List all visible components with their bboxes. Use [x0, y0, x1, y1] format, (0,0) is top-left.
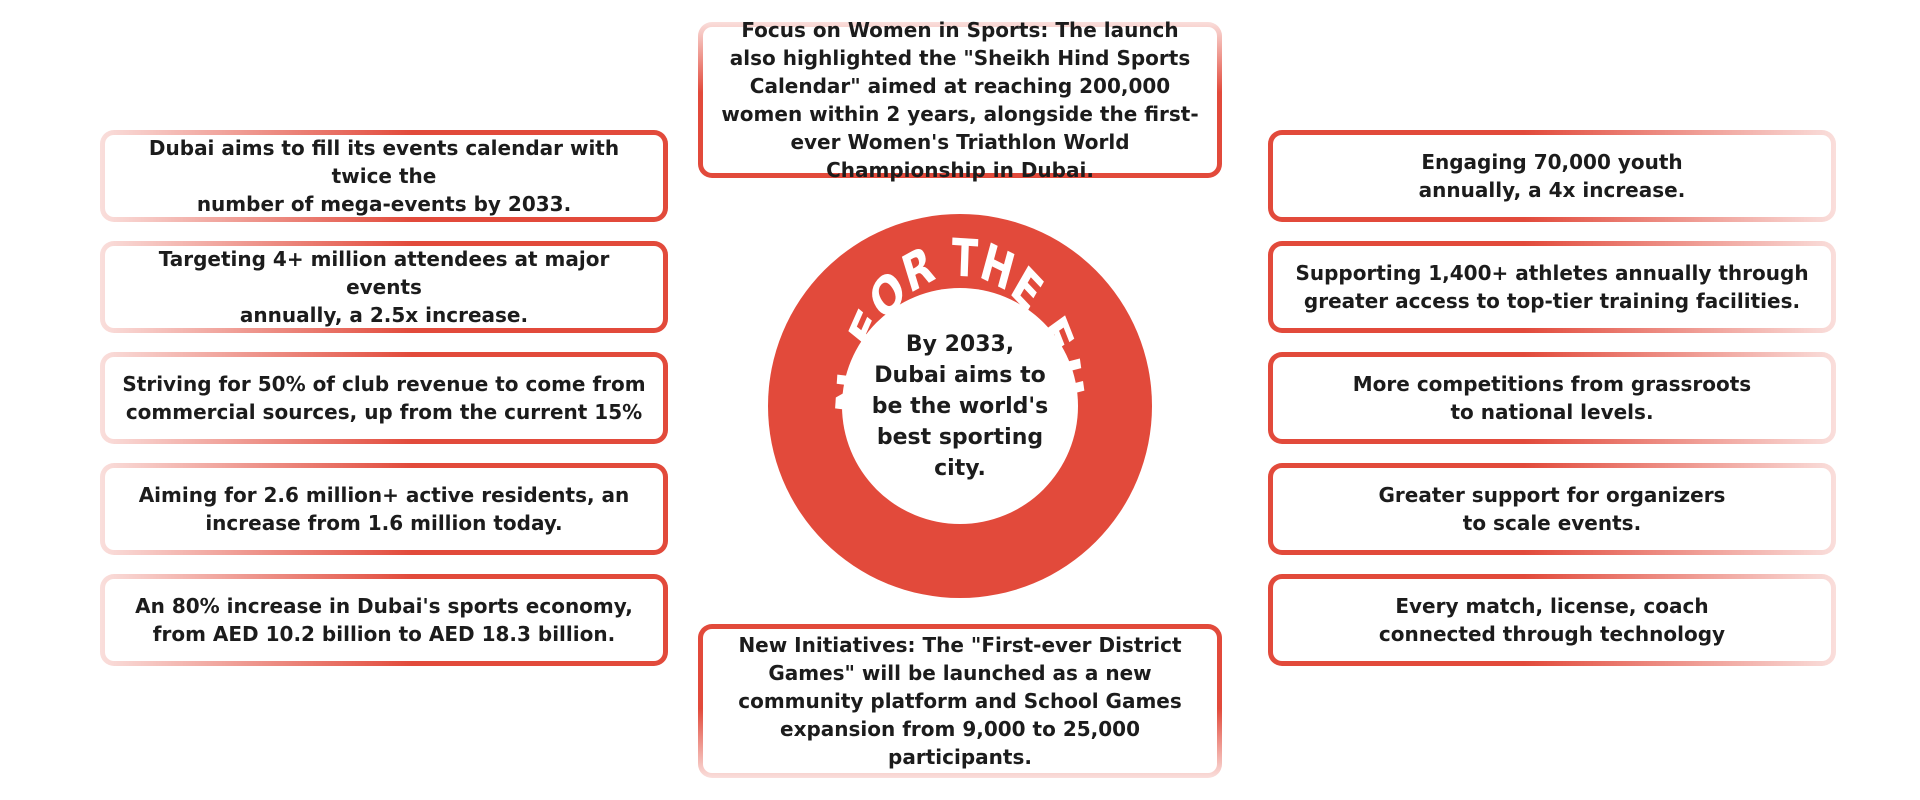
active-residents-line-2: increase from 1.6 million today. [205, 511, 563, 535]
new-initiatives-text: New Initiatives: The "First-ever Distric… [738, 633, 1182, 769]
mega-events-line-2: number of mega-events by 2033. [196, 192, 572, 216]
mega-events-box: Dubai aims to fill its events calendar w… [100, 130, 668, 222]
technology-line-2: connected through technology [1378, 622, 1726, 646]
sports-economy-line-2: from AED 10.2 billion to AED 18.3 billio… [152, 622, 616, 646]
organizers-line-2: to scale events. [1462, 511, 1642, 535]
vision-badge: VISION FOR THE FUTURE: [768, 206, 1152, 598]
vision-statement-text: By 2033, Dubai aims to be the world's be… [871, 331, 1049, 481]
club-revenue-line-2: commercial sources, up from the current … [125, 400, 643, 424]
athletes-box: Supporting 1,400+ athletes annually thro… [1268, 241, 1836, 333]
sports-economy-box: An 80% increase in Dubai's sports econom… [100, 574, 668, 666]
competitions-line-2: to national levels. [1450, 400, 1654, 424]
attendees-line-2: annually, a 2.5x increase. [239, 303, 529, 327]
women-in-sports-text: Focus on Women in Sports: The launch als… [721, 18, 1199, 182]
youth-line-1: Engaging 70,000 youth [1421, 150, 1683, 174]
active-residents-line-1: Aiming for 2.6 million+ active residents… [138, 483, 630, 507]
sports-economy-line-1: An 80% increase in Dubai's sports econom… [135, 594, 633, 618]
organizers-line-1: Greater support for organizers [1378, 483, 1726, 507]
mega-events-line-1: Dubai aims to fill its events calendar w… [148, 136, 620, 188]
organizers-box: Greater support for organizers to scale … [1268, 463, 1836, 555]
attendees-line-1: Targeting 4+ million attendees at major … [158, 247, 610, 299]
club-revenue-line-1: Striving for 50% of club revenue to come… [122, 372, 646, 396]
club-revenue-box: Striving for 50% of club revenue to come… [100, 352, 668, 444]
active-residents-box: Aiming for 2.6 million+ active residents… [100, 463, 668, 555]
technology-box: Every match, license, coach connected th… [1268, 574, 1836, 666]
women-in-sports-box: Focus on Women in Sports: The launch als… [698, 18, 1222, 182]
vision-ring-inner [842, 288, 1078, 524]
youth-box: Engaging 70,000 youth annually, a 4x inc… [1268, 130, 1836, 222]
athletes-line-1: Supporting 1,400+ athletes annually thro… [1295, 261, 1809, 285]
athletes-line-2: greater access to top-tier training faci… [1303, 289, 1801, 313]
competitions-line-1: More competitions from grassroots [1352, 372, 1752, 396]
technology-line-1: Every match, license, coach [1395, 594, 1709, 618]
youth-line-2: annually, a 4x increase. [1418, 178, 1686, 202]
competitions-box: More competitions from grassroots to nat… [1268, 352, 1836, 444]
vision-statement: By 2033, Dubai aims to be the world's be… [870, 316, 1050, 496]
new-initiatives-box: New Initiatives: The "First-ever Distric… [698, 624, 1222, 778]
attendees-box: Targeting 4+ million attendees at major … [100, 241, 668, 333]
